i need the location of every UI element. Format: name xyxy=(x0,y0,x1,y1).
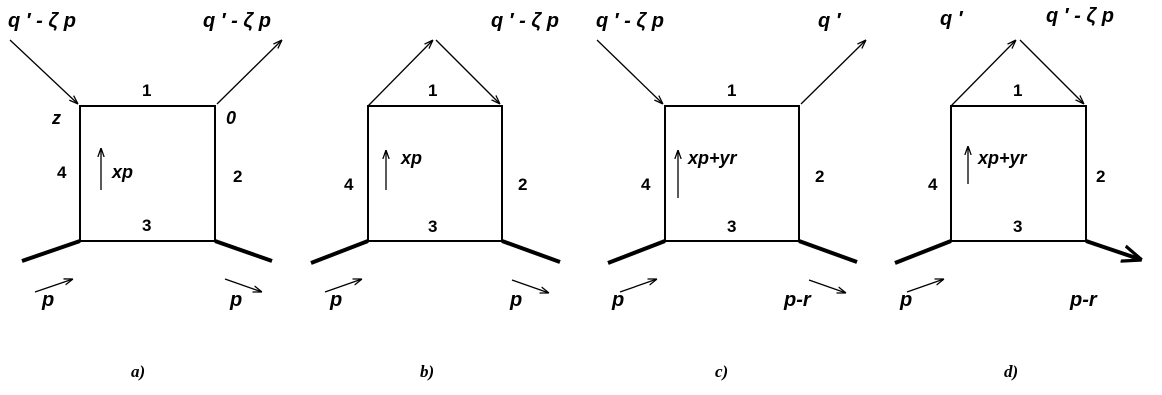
incoming-hadron-label: p xyxy=(899,289,912,311)
diagram-a: q ′ - ζ p q ′ - ζ p 1 2 3 4 z 0 xp p p a… xyxy=(8,10,282,381)
caption-c: c) xyxy=(715,362,728,381)
loop-box xyxy=(664,105,800,242)
incoming-momentum-arrow xyxy=(34,279,73,293)
incoming-photon-line xyxy=(1019,39,1084,104)
incoming-hadron-label: p xyxy=(41,289,54,311)
incoming-momentum-arrow xyxy=(906,279,944,293)
propagator-1-label: 1 xyxy=(727,81,736,100)
loop-box xyxy=(79,105,216,242)
outgoing-photon-line xyxy=(367,40,433,107)
outgoing-hadron-label: p xyxy=(229,289,242,311)
outgoing-momentum-arrow xyxy=(511,279,549,293)
incoming-photon-line xyxy=(435,39,500,104)
incoming-hadron-line xyxy=(21,239,81,263)
outgoing-hadron-label: p-r xyxy=(783,289,812,311)
propagator-1-label: 1 xyxy=(428,81,437,100)
outgoing-photon-line xyxy=(800,40,866,105)
propagator-1-label: 1 xyxy=(142,81,151,100)
propagator-4-label: 4 xyxy=(344,175,354,194)
incoming-hadron-line xyxy=(310,239,369,265)
outgoing-momentum-arrow xyxy=(224,278,262,292)
loop-momentum-label: xp+yr xyxy=(687,148,738,168)
caption-b: b) xyxy=(420,362,434,381)
outgoing-hadron-line xyxy=(501,239,561,264)
caption-d: d) xyxy=(1004,362,1018,381)
photon-label: q ′ - ζ p xyxy=(491,10,559,32)
incoming-photon-line xyxy=(9,39,78,104)
outgoing-hadron-line xyxy=(1085,239,1142,260)
propagator-2-label: 2 xyxy=(815,167,824,186)
propagator-4-label: 4 xyxy=(57,163,67,182)
vertex-z-label: z xyxy=(51,108,61,128)
outgoing-photon-label: q ′ xyxy=(818,10,842,32)
loop-box xyxy=(367,105,503,242)
outgoing-hadron-label: p-r xyxy=(1069,289,1098,311)
outgoing-photon-label: q ′ xyxy=(940,8,964,30)
incoming-photon-label: q ′ - ζ p xyxy=(596,10,664,32)
incoming-photon-label: q ′ - ζ p xyxy=(8,10,76,32)
propagator-3-label: 3 xyxy=(142,216,151,235)
diagram-b: q ′ - ζ p 1 2 3 4 xp p p b) xyxy=(310,10,561,381)
incoming-momentum-arrow xyxy=(619,279,657,293)
loop-momentum-label: xp xyxy=(400,148,422,168)
outgoing-photon-line xyxy=(950,40,1016,107)
outgoing-hadron-line xyxy=(214,239,273,263)
propagator-3-label: 3 xyxy=(727,217,736,236)
caption-a: a) xyxy=(131,362,145,381)
incoming-hadron-label: p xyxy=(329,289,342,311)
loop-box xyxy=(950,105,1087,242)
propagator-1-label: 1 xyxy=(1013,81,1022,100)
outgoing-photon-label: q ′ - ζ p xyxy=(203,10,271,32)
diagram-d: q ′ q ′ - ζ p 1 2 3 4 xp+yr p p-r d) xyxy=(894,5,1142,381)
incoming-hadron-line xyxy=(894,239,952,265)
propagator-3-label: 3 xyxy=(428,217,437,236)
propagator-4-label: 4 xyxy=(928,175,938,194)
propagator-2-label: 2 xyxy=(518,175,527,194)
loop-momentum-label: xp xyxy=(111,162,133,182)
outgoing-hadron-label: p xyxy=(509,289,522,311)
loop-momentum-label: xp+yr xyxy=(977,148,1028,168)
propagator-4-label: 4 xyxy=(641,175,651,194)
incoming-hadron-line xyxy=(607,239,666,265)
incoming-momentum-arrow xyxy=(324,279,362,293)
incoming-hadron-label: p xyxy=(611,289,624,311)
outgoing-hadron-line xyxy=(798,239,858,264)
outgoing-momentum-arrow xyxy=(808,279,846,293)
incoming-photon-label: q ′ - ζ p xyxy=(1046,5,1114,27)
propagator-2-label: 2 xyxy=(233,167,242,186)
incoming-photon-line xyxy=(596,39,663,104)
vertex-0-label: 0 xyxy=(226,108,236,128)
diagram-c: q ′ - ζ p q ′ 1 2 3 4 xp+yr p p-r c) xyxy=(596,10,866,381)
outgoing-photon-line xyxy=(216,40,282,105)
propagator-3-label: 3 xyxy=(1013,217,1022,236)
propagator-2-label: 2 xyxy=(1096,167,1105,186)
